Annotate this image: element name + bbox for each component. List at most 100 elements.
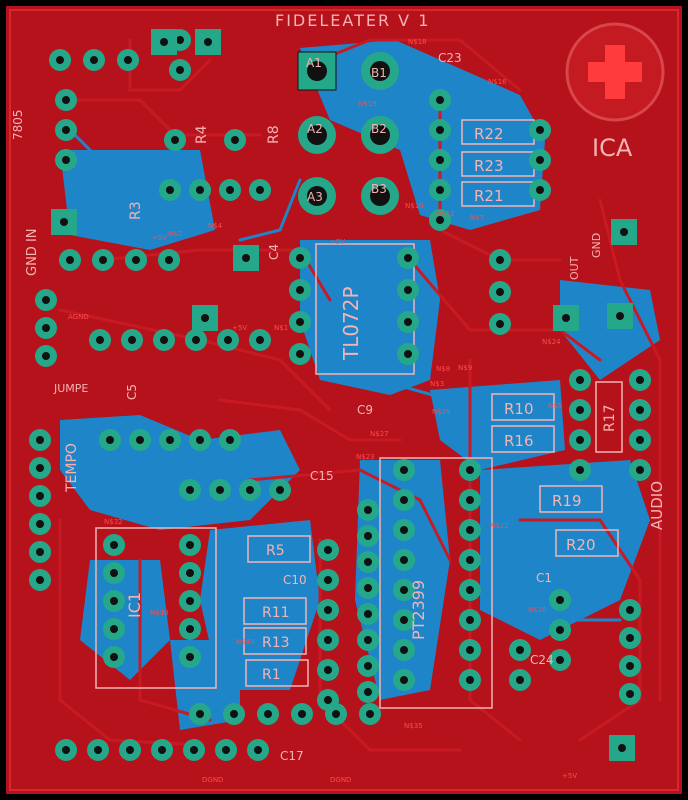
drill-hole xyxy=(324,606,332,614)
net-label: N$19 xyxy=(358,100,377,108)
drill-hole xyxy=(242,254,250,262)
drill-hole xyxy=(324,546,332,554)
drill-hole xyxy=(192,336,200,344)
drill-hole xyxy=(62,96,70,104)
drill-hole xyxy=(332,710,340,718)
drill-hole xyxy=(216,486,224,494)
drill-hole xyxy=(364,688,372,696)
drill-hole xyxy=(404,318,412,326)
drill-hole xyxy=(256,336,264,344)
drill-hole xyxy=(400,496,408,504)
net-label: N$9 xyxy=(458,364,472,372)
drill-hole xyxy=(400,466,408,474)
res-r19-label: R19 xyxy=(552,492,582,510)
net-label: N$5 xyxy=(548,402,562,410)
net-label: N$2 xyxy=(168,230,182,238)
drill-hole xyxy=(186,597,194,605)
drill-hole xyxy=(516,646,524,654)
res-r22-label: R22 xyxy=(474,125,504,143)
drill-hole xyxy=(36,436,44,444)
drill-hole xyxy=(42,296,50,304)
drill-hole xyxy=(160,336,168,344)
drill-hole xyxy=(176,36,184,44)
drill-hole xyxy=(576,406,584,414)
net-label: N$7 xyxy=(470,214,484,222)
drill-hole xyxy=(196,186,204,194)
drill-hole xyxy=(496,320,504,328)
drill-hole xyxy=(36,464,44,472)
drill-hole xyxy=(556,596,564,604)
res-r8-label: R8 xyxy=(266,125,282,144)
drill-hole xyxy=(196,710,204,718)
drill-hole xyxy=(42,352,50,360)
drill-hole xyxy=(124,56,132,64)
drill-hole xyxy=(62,746,70,754)
drill-hole xyxy=(36,492,44,500)
drill-hole xyxy=(400,526,408,534)
drill-hole xyxy=(246,486,254,494)
net-label: N$16 xyxy=(488,78,507,86)
drill-hole xyxy=(224,336,232,344)
drill-hole xyxy=(136,436,144,444)
drill-hole xyxy=(190,746,198,754)
res-r4-label: R4 xyxy=(194,125,210,144)
net-label: +9V xyxy=(330,238,345,246)
drill-hole xyxy=(576,436,584,444)
drill-hole xyxy=(364,584,372,592)
net-label: N$10 xyxy=(405,202,424,210)
drill-hole xyxy=(126,746,134,754)
res-r10-label: R10 xyxy=(504,400,534,418)
drill-hole xyxy=(626,606,634,614)
drill-hole xyxy=(166,436,174,444)
pad-layer xyxy=(29,29,651,761)
drill-hole xyxy=(618,744,626,752)
board-outline xyxy=(9,9,679,791)
net-label: N$8 xyxy=(436,365,450,373)
res-r20-label: R20 xyxy=(566,536,596,554)
drill-hole xyxy=(626,634,634,642)
drill-hole xyxy=(226,436,234,444)
drill-hole xyxy=(436,126,444,134)
res-r5-label: R5 xyxy=(266,543,285,559)
drill-hole xyxy=(400,676,408,684)
opamp-label: TL072P xyxy=(339,286,363,361)
cap-c5-label: C5 xyxy=(125,384,139,400)
drill-hole xyxy=(296,318,304,326)
pot-pads xyxy=(297,51,399,215)
net-label: +5V xyxy=(232,324,247,332)
drill-hole xyxy=(466,526,474,534)
drill-hole xyxy=(99,256,107,264)
drill-hole xyxy=(636,466,644,474)
drill-hole xyxy=(186,569,194,577)
drill-hole xyxy=(204,38,212,46)
drill-hole xyxy=(364,662,372,670)
drill-hole xyxy=(106,436,114,444)
drill-hole xyxy=(436,156,444,164)
drill-hole xyxy=(296,350,304,358)
brand-label: ICA xyxy=(592,134,633,162)
cap-c23-label: C23 xyxy=(438,51,462,65)
drill-hole xyxy=(496,256,504,264)
drill-hole xyxy=(364,636,372,644)
board-title: FIDELEATER V 1 xyxy=(275,11,430,30)
jumper-label: JUMPE xyxy=(53,382,88,395)
drill-hole xyxy=(556,656,564,664)
drill-hole xyxy=(296,286,304,294)
res-r11-label: R11 xyxy=(262,605,290,621)
drill-hole xyxy=(276,486,284,494)
drill-hole xyxy=(404,286,412,294)
res-r21-label: R21 xyxy=(474,187,504,205)
drill-hole xyxy=(166,186,174,194)
drill-hole xyxy=(110,653,118,661)
drill-hole xyxy=(62,126,70,134)
cross-logo-icon xyxy=(565,22,665,122)
drill-hole xyxy=(364,558,372,566)
drill-hole xyxy=(186,653,194,661)
drill-hole xyxy=(110,569,118,577)
drill-hole xyxy=(96,336,104,344)
drill-hole xyxy=(636,376,644,384)
drill-hole xyxy=(400,586,408,594)
drill-hole xyxy=(94,746,102,754)
